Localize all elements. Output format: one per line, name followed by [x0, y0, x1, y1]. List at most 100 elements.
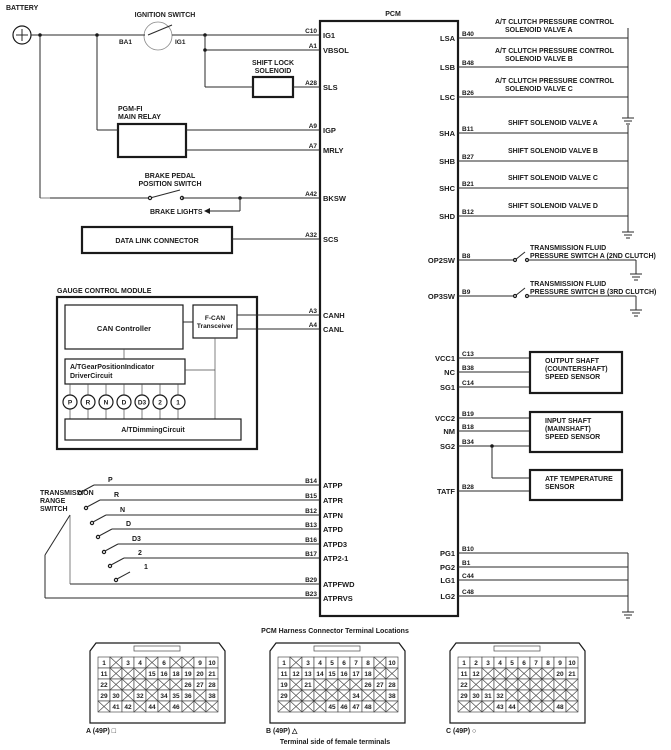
terminal: 8: [366, 660, 370, 667]
terminal: 38: [388, 693, 396, 700]
brake-lights-label: BRAKE LIGHTS: [150, 209, 203, 216]
input-shaft-sensor-label-3: SPEED SENSOR: [545, 434, 600, 441]
terminal: 26: [184, 682, 192, 689]
atf-sensor-label-2: SENSOR: [545, 484, 575, 491]
terminal: 11: [101, 671, 108, 678]
output-shaft-sensor-label-3: SPEED SENSOR: [545, 374, 600, 381]
terminal: 9: [198, 660, 202, 667]
terminal: 1: [102, 660, 106, 667]
terminal: 3: [126, 660, 130, 667]
trs-position-p: P: [108, 477, 113, 484]
pcm-pin-b29: B29: [305, 577, 317, 584]
gear-indicator-driver-box: [64, 358, 186, 385]
label-shd: SHIFT SOLENOID VALVE D: [508, 203, 598, 210]
pcm-signal-atprvs: ATPRVS: [323, 594, 353, 603]
terminal: 27: [376, 682, 384, 689]
terminal: 6: [162, 660, 166, 667]
terminal: 17: [352, 671, 360, 678]
trs-position-d3: D3: [132, 536, 141, 543]
terminal: 7: [534, 660, 538, 667]
gear-lamp-p: [62, 394, 78, 410]
terminal: 28: [388, 682, 396, 689]
terminal: 15: [328, 671, 336, 678]
output-shaft-sensor-label-1: OUTPUT SHAFT: [545, 358, 600, 365]
terminal: 12: [292, 671, 300, 678]
ignition-ba1: BA1: [119, 39, 132, 46]
pcm-signal-tatf: TATF: [437, 487, 455, 496]
terminal: 30: [112, 693, 120, 700]
pcm-pin-b28: B28: [462, 484, 474, 491]
pcm-pin-b38: B38: [462, 365, 474, 372]
terminal: 34: [160, 693, 168, 700]
terminal: 11: [461, 671, 468, 678]
svg-text:POSITION SWITCH: POSITION SWITCH: [139, 181, 202, 188]
pcm-pin-b12: B12: [462, 209, 474, 216]
pcm-signal-atpr: ATPR: [323, 496, 343, 505]
ignition-housing: [143, 21, 173, 51]
pcm-signal-sg1: SG1: [440, 383, 455, 392]
pcm-signal-ig1: IG1: [323, 31, 335, 40]
input-shaft-sensor-box: [528, 410, 624, 454]
pcm-signal-canl: CANL: [323, 325, 344, 334]
output-shaft-sensor-label-2: (COUNTERSHAFT): [545, 366, 608, 373]
pcm-signal-vbsol: VBSOL: [323, 46, 349, 55]
terminal: 43: [496, 704, 504, 711]
terminal: 36: [184, 693, 192, 700]
pcm-pin-b27: B27: [462, 154, 474, 161]
gcm-title: GAUGE CONTROL MODULE: [57, 288, 152, 295]
data-link-connector: DATA LINK CONNECTOR: [80, 225, 320, 255]
pcm-pin-a1: A1: [309, 43, 318, 50]
harness-connector-section: PCM Harness Connector Terminal Locations…: [86, 628, 586, 746]
terminal: 26: [364, 682, 372, 689]
terminal: 29: [100, 693, 108, 700]
svg-text:A/TGearPositionIndicator: A/TGearPositionIndicator: [70, 364, 155, 371]
pcm-pin-b40: B40: [462, 31, 474, 38]
terminal: 10: [568, 660, 576, 667]
pcm-pin-b34: B34: [462, 439, 474, 446]
terminal: 48: [364, 704, 372, 711]
dimming-circuit-box: [64, 418, 242, 441]
pcm-pin-b19: B19: [462, 411, 474, 418]
label-lsa-1: A/T CLUTCH PRESSURE CONTROL: [495, 19, 615, 26]
pcm-signal-atpd3: ATPD3: [323, 540, 347, 549]
terminal: 22: [460, 682, 468, 689]
svg-text:BRAKE PEDAL: BRAKE PEDAL: [145, 173, 196, 180]
pcm-signal-lsc: LSC: [440, 93, 456, 102]
svg-text:Transceiver: Transceiver: [197, 323, 234, 330]
pcm-pin-b10: B10: [462, 546, 474, 553]
svg-text:P: P: [68, 400, 73, 407]
gear-lamp-d3: [134, 394, 150, 410]
pcm-signal-vcc1: VCC1: [435, 354, 455, 363]
terminal: 44: [148, 704, 156, 711]
pcm-module: PCM: [318, 11, 460, 618]
pcm-pin-b1: B1: [462, 560, 471, 567]
terminal: 30: [472, 693, 480, 700]
terminal: 9: [558, 660, 562, 667]
connector-section-title: PCM Harness Connector Terminal Locations: [261, 628, 409, 635]
terminal: 5: [330, 660, 334, 667]
trs-position-n: N: [120, 507, 125, 514]
pcm-pin-c48: C48: [462, 589, 474, 596]
atf-sensor-label-1: ATF TEMPERATURE: [545, 476, 613, 483]
ignition-switch[interactable]: IGNITION SWITCH BA1 IG1: [119, 12, 320, 87]
battery-circuit: BATTERY: [6, 5, 132, 199]
terminal: 6: [522, 660, 526, 667]
terminal: 13: [304, 671, 312, 678]
pcm-signal-shc: SHC: [439, 184, 455, 193]
terminal: 16: [340, 671, 348, 678]
pcm-signal-nm: NM: [443, 427, 455, 436]
terminal: 19: [184, 671, 192, 678]
terminal: 19: [280, 682, 288, 689]
svg-text:R: R: [86, 400, 91, 407]
terminal: 4: [318, 660, 322, 667]
output-shaft-sensor-box: [528, 350, 624, 395]
pcm-pin-a7: A7: [309, 143, 318, 150]
svg-text:D3: D3: [138, 400, 147, 407]
svg-text:TRANSMISSION: TRANSMISSION: [40, 490, 94, 497]
pcm-signal-atpd: ATPD: [323, 525, 343, 534]
pcm-signal-sha: SHA: [439, 129, 455, 138]
